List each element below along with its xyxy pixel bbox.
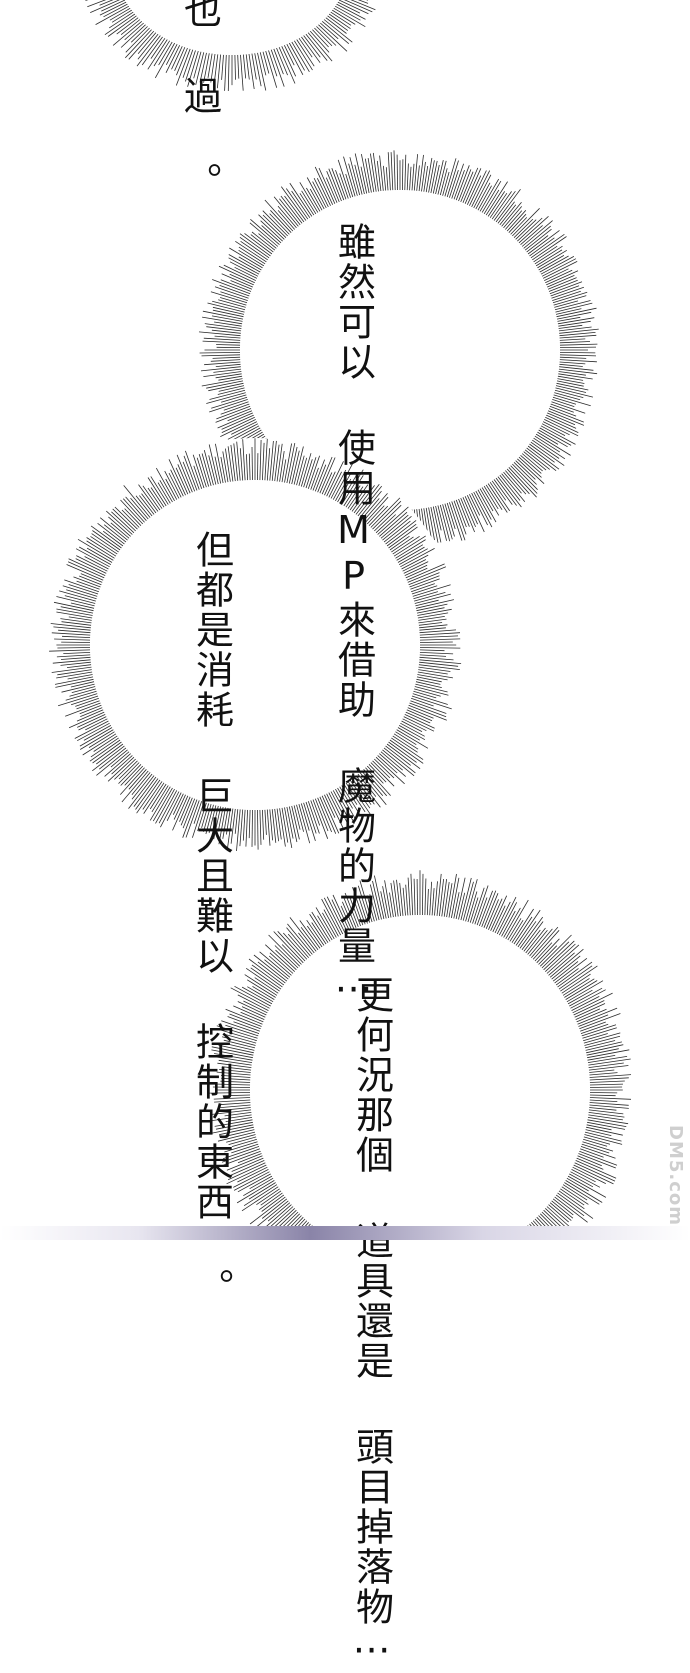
bubble-2-line-1: 但都是消耗 bbox=[190, 530, 234, 730]
flash-line bbox=[252, 810, 253, 847]
bubble-1-text: 雖然可以 使用MP來借助 魔物的力量⋯ bbox=[332, 222, 375, 1012]
bubble-2-line-2: 巨大且難以 bbox=[190, 776, 234, 976]
bubble-2-text: 但都是消耗 巨大且難以 控制的東西 。 bbox=[190, 530, 233, 1308]
bubble-2-line-3: 控制的東西 bbox=[190, 1022, 234, 1222]
bubble-3-line-2: 道具還是 bbox=[350, 1221, 394, 1381]
speech-bubble-top bbox=[74, 0, 390, 95]
bubble-top-line-2: 過 bbox=[178, 76, 221, 116]
flash-line bbox=[402, 159, 403, 190]
bubble-2-line-4: 。 bbox=[190, 1268, 234, 1308]
bubble-3-line-1: 更何況那個 bbox=[350, 975, 394, 1175]
bubble-top-text: 也 過 。 bbox=[178, 0, 221, 202]
bubble-top-line-1: 。 bbox=[178, 162, 221, 202]
speech-bubble-2 bbox=[48, 438, 462, 852]
flash-line bbox=[397, 155, 398, 190]
flash-line bbox=[560, 352, 595, 353]
comic-page: 也 過 。 雖然可以 使用MP來借助 魔物的力量⋯ 但都是消耗 巨大且難以 控制… bbox=[0, 0, 690, 1240]
bubble-3-line-3: 頭目掉落物⋯ bbox=[350, 1427, 394, 1673]
speech-bubble-3 bbox=[205, 870, 635, 1240]
flash-line bbox=[560, 347, 596, 348]
flash-line bbox=[417, 879, 418, 915]
flash-line bbox=[57, 648, 90, 649]
bubble-top-line-3: 也 bbox=[178, 0, 221, 30]
next-panel-edge bbox=[0, 1226, 690, 1240]
bubble-1-line-1: 雖然可以 bbox=[332, 222, 376, 382]
flash-line bbox=[252, 447, 253, 480]
bubble-1-line-2: 使用MP來借助 bbox=[332, 428, 376, 720]
bubble-3-text: 更何況那個 道具還是 頭目掉落物⋯ bbox=[350, 975, 393, 1673]
flash-line bbox=[590, 1087, 622, 1088]
flash-line bbox=[420, 642, 453, 643]
site-watermark: DM5.com bbox=[665, 1125, 686, 1226]
